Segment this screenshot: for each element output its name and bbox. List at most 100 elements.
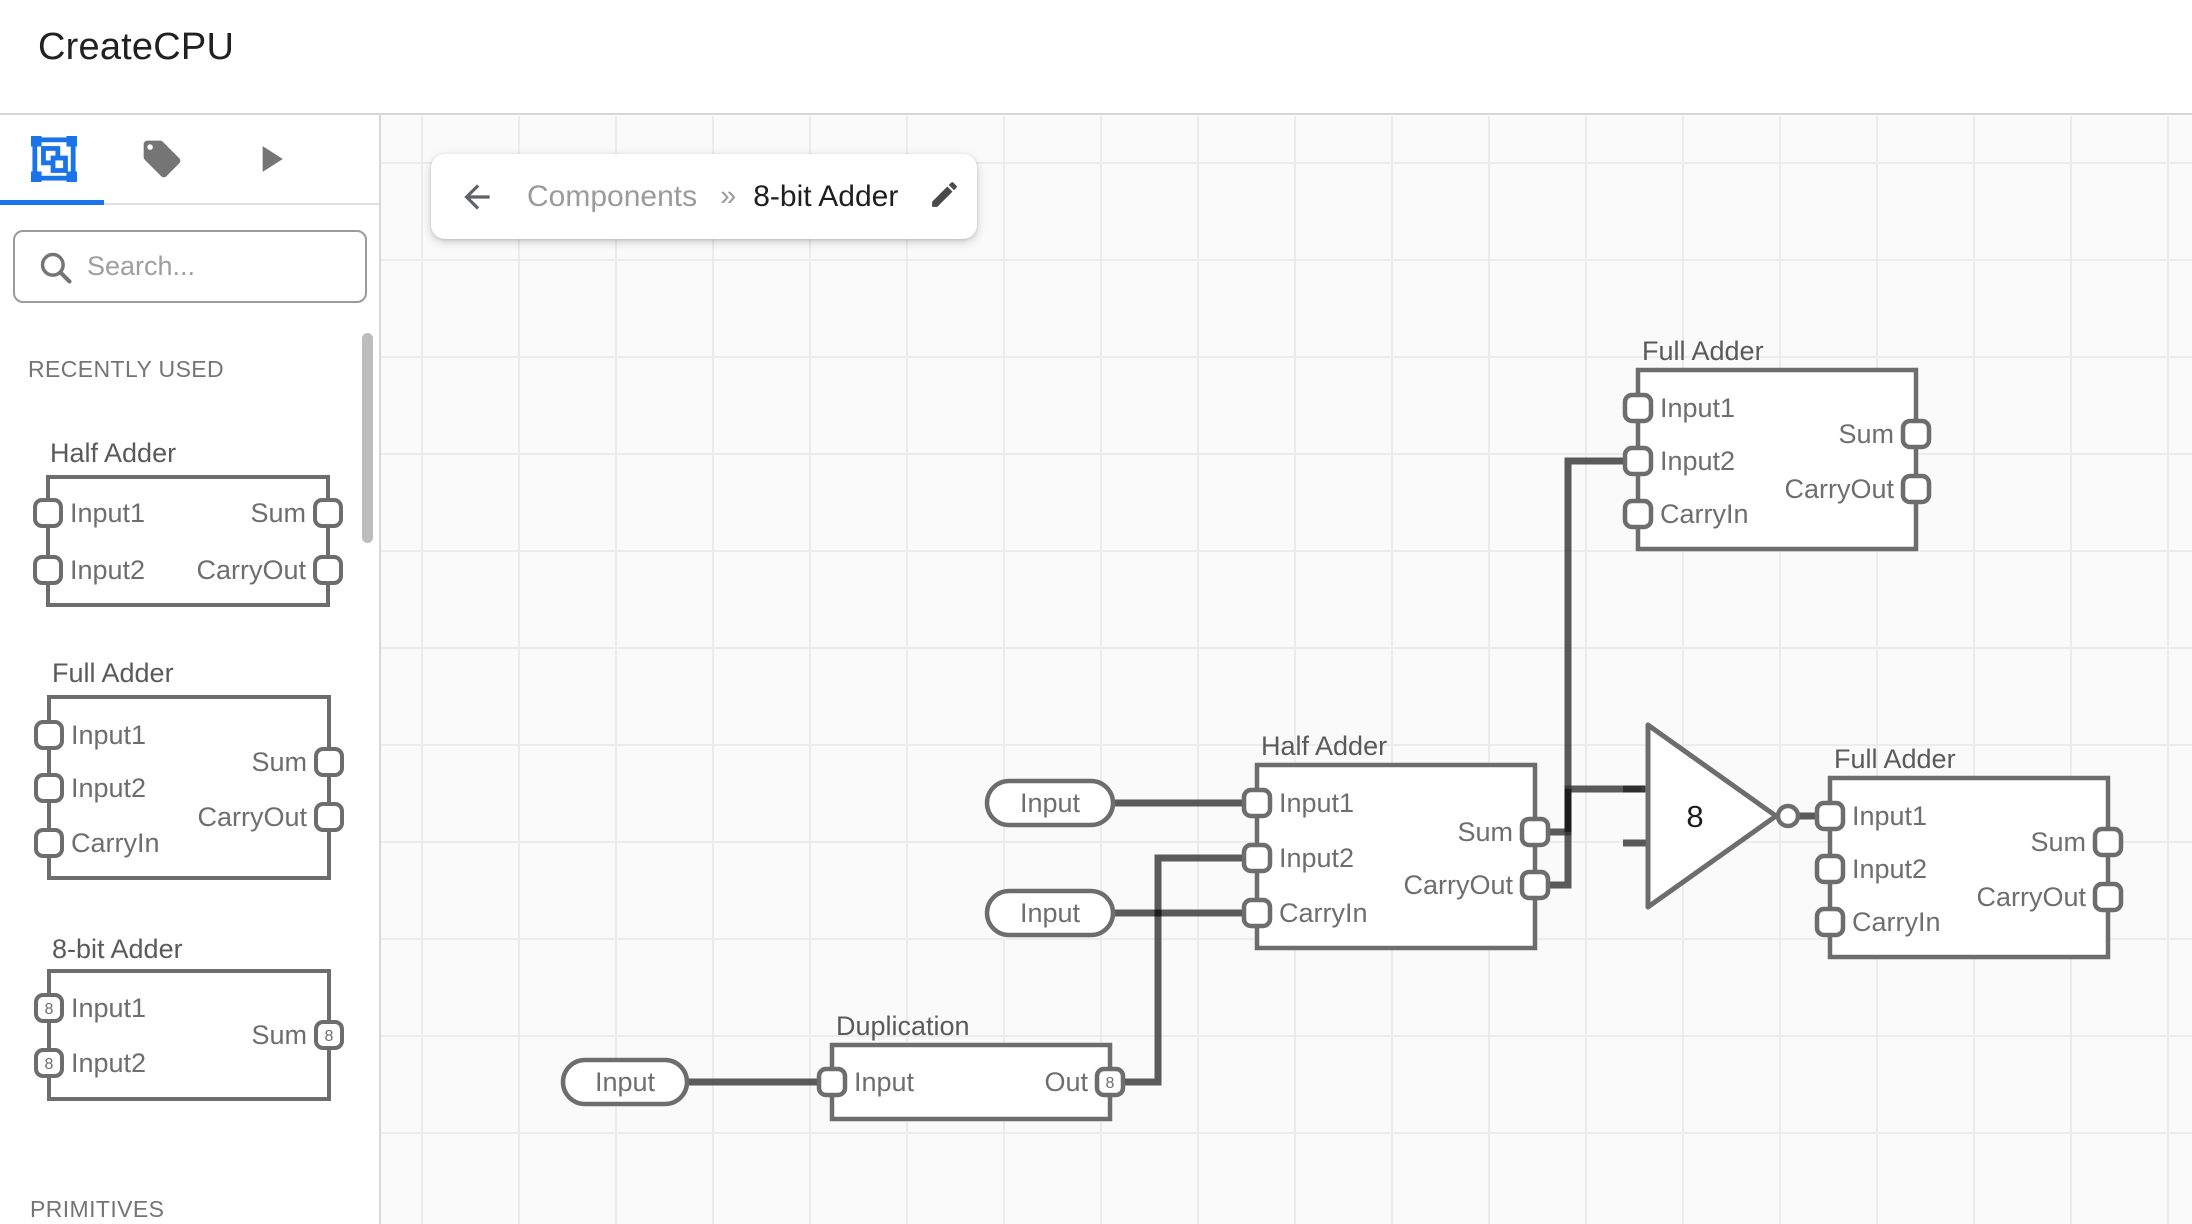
circuit-svg: Input Input Input Half Adder Input1 Inpu… (560, 336, 2124, 1122)
port-carryout[interactable] (2092, 881, 2124, 913)
port-label: Input (854, 1067, 915, 1097)
back-button[interactable] (458, 178, 496, 216)
library-item-title: Half Adder (50, 438, 176, 468)
port-input2[interactable] (1814, 853, 1846, 885)
library-item-body[interactable] (47, 695, 331, 880)
sidebar-divider (379, 115, 381, 1224)
port-input1 (33, 498, 63, 528)
port-carryin[interactable] (1622, 498, 1654, 530)
input-pill-label: Input (595, 1067, 656, 1097)
input-pill-label: Input (1020, 788, 1081, 818)
input-pill[interactable] (560, 1057, 690, 1107)
library-item-body[interactable] (47, 969, 331, 1101)
port-label: Sum (251, 1020, 307, 1050)
bus-width-badge: 8 (45, 1001, 54, 1018)
bus-width-badge: 8 (1106, 1075, 1115, 1092)
node-half-adder[interactable]: Half Adder Input1 Input2 CarryIn Sum Car… (1241, 731, 1551, 951)
port-carryout[interactable] (1900, 473, 1932, 505)
inverter-bubble[interactable] (1775, 803, 1801, 829)
port-label: Input2 (71, 1048, 146, 1078)
search-icon (40, 252, 72, 284)
input-pill[interactable] (984, 778, 1116, 828)
components-icon (31, 136, 77, 182)
port-input1[interactable] (1622, 392, 1654, 424)
port-input[interactable] (816, 1066, 848, 1098)
wire-duplication-to-ha-input2[interactable] (1110, 854, 1257, 1086)
port-carryin[interactable] (1814, 906, 1846, 938)
tag-icon (143, 140, 181, 178)
inverter-bus-width-label: 8 (1686, 799, 1703, 834)
node-title: Half Adder (1261, 731, 1387, 761)
port-label: Input2 (71, 773, 146, 803)
port-label: CarryOut (1403, 870, 1513, 900)
wire-ha-sum-to-inverter[interactable] (1535, 785, 1645, 836)
bus-width-badge: 8 (45, 1056, 54, 1073)
circuit-canvas[interactable] (381, 116, 2192, 1224)
port-carryin[interactable] (1241, 897, 1273, 929)
node-inverter-8bit[interactable]: 8 (1623, 722, 1801, 910)
port-label: Input1 (1660, 393, 1735, 423)
play-icon (262, 146, 283, 172)
input-pill[interactable] (984, 888, 1116, 938)
search-box (13, 230, 367, 303)
node-body[interactable] (1254, 762, 1538, 951)
port-label: CarryOut (1976, 882, 2086, 912)
sidebar-scrollbar[interactable] (362, 333, 373, 543)
port-carryout[interactable] (1519, 869, 1551, 901)
tab-run[interactable] (216, 115, 324, 203)
search-input[interactable] (87, 232, 357, 301)
port-input1 (34, 720, 64, 750)
library-item-title: 8-bit Adder (52, 934, 183, 964)
port-label: Sum (250, 498, 306, 528)
wire-ha-carryout-to-fa-top-input2[interactable] (1535, 457, 1638, 889)
port-sum[interactable] (2092, 826, 2124, 858)
tab-components[interactable] (0, 115, 108, 203)
tab-tags[interactable] (108, 115, 216, 203)
port-input2[interactable] (1241, 842, 1273, 874)
input-pin-node-3[interactable]: Input (560, 1057, 690, 1107)
app-header: CreateCPU (0, 0, 2192, 115)
section-primitives: PRIMITIVES (30, 1196, 165, 1222)
port-sum-bus8 (314, 1020, 344, 1050)
node-body[interactable] (1827, 775, 2111, 960)
library-item-body[interactable] (46, 475, 330, 607)
library-item-half-adder[interactable]: Half Adder Input1 Input2 Sum CarryOut (33, 438, 343, 607)
library-item-8bit-adder[interactable]: 8-bit Adder 8 8 8 Input1 Input2 Sum (34, 934, 344, 1101)
input-pin-node-2[interactable]: Input (984, 888, 1116, 938)
port-label: CarryIn (1279, 898, 1368, 928)
port-carryout (314, 802, 344, 832)
inverter-triangle[interactable] (1645, 722, 1779, 910)
port-label: CarryOut (197, 802, 307, 832)
node-duplication[interactable]: Duplication Input Out 8 (816, 1011, 1126, 1122)
library-item-full-adder[interactable]: Full Adder Input1 Input2 CarryIn Sum Car… (34, 658, 344, 880)
node-title: Duplication (836, 1011, 970, 1041)
port-input1[interactable] (1814, 800, 1846, 832)
breadcrumb-parent[interactable]: Components (527, 179, 698, 213)
node-body[interactable] (1635, 367, 1919, 552)
port-label: Sum (251, 747, 307, 777)
port-input2 (33, 555, 63, 585)
node-title: Full Adder (1834, 744, 1956, 774)
input-pin-node-1[interactable]: Input (984, 778, 1116, 828)
port-label: CarryOut (1784, 474, 1894, 504)
sidebar: RECENTLY USED Half Adder Input1 Input2 S… (0, 115, 381, 1224)
port-sum[interactable] (1519, 816, 1551, 848)
port-label: Input2 (70, 555, 145, 585)
port-label: Sum (1457, 817, 1513, 847)
port-sum (314, 747, 344, 777)
port-out-bus8[interactable] (1094, 1066, 1126, 1098)
port-label: Input1 (1852, 801, 1927, 831)
port-label: CarryIn (1660, 499, 1749, 529)
node-full-adder-right[interactable]: Full Adder Input1 Input2 CarryIn Sum Car… (1814, 744, 2124, 960)
node-full-adder-top[interactable]: Full Adder Input1 Input2 CarryIn Sum Car… (1622, 336, 1932, 552)
node-body[interactable] (829, 1042, 1113, 1122)
port-sum[interactable] (1900, 418, 1932, 450)
port-input1[interactable] (1241, 787, 1273, 819)
port-input2-bus8 (34, 1048, 64, 1078)
port-label: Input2 (1852, 854, 1927, 884)
port-input2[interactable] (1622, 445, 1654, 477)
port-label: Input1 (71, 720, 146, 750)
edit-name-button[interactable] (928, 178, 961, 216)
input-pill-label: Input (1020, 898, 1081, 928)
